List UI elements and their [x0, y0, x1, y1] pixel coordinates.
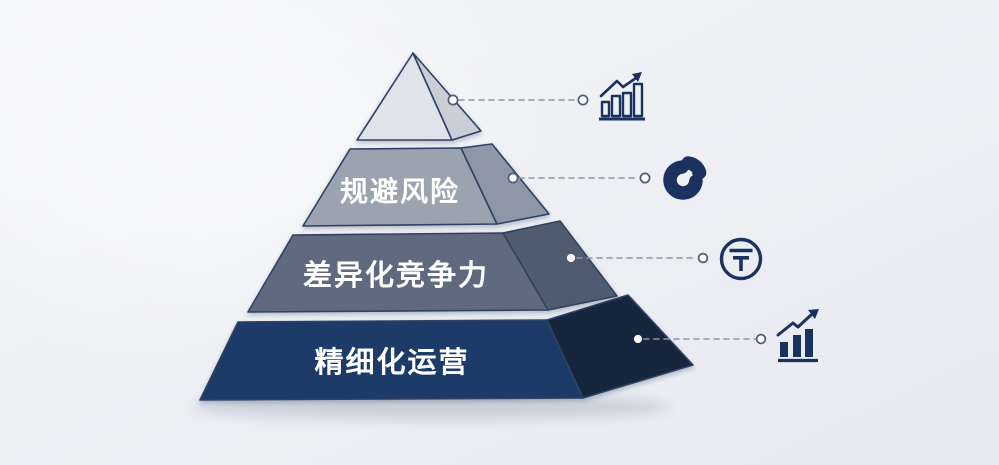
donut-pulled-segment — [681, 156, 707, 180]
trend-arrowhead — [808, 309, 819, 319]
tier-4-label: 精细化运营 — [314, 345, 469, 379]
pyramid-tier-2: 规避风险 — [302, 143, 550, 227]
connector-end-ring-1 — [577, 94, 589, 106]
tier-3-label: 差异化竞争力 — [303, 258, 489, 292]
tier-2-side-face — [460, 143, 550, 225]
tier-3-side-face — [502, 220, 618, 311]
tier-4-side-face — [546, 294, 694, 399]
trend-arrowhead — [632, 72, 642, 82]
connector-end-ring-2 — [639, 172, 651, 184]
pyramid-ground-shadow — [190, 394, 670, 420]
connector-end-ring-4 — [755, 333, 767, 345]
connector-start-dot-4 — [633, 334, 643, 344]
currency-coin-icon — [719, 237, 763, 281]
connectors — [447, 94, 767, 345]
donut-chart-icon — [663, 156, 707, 200]
tier-1-side-face — [412, 52, 482, 141]
connector-end-ring-3 — [697, 252, 709, 264]
pyramid-tier-1 — [356, 52, 482, 141]
growth-bar-chart-solid-icon — [776, 309, 819, 363]
pyramid-tier-4: 精细化运营 — [199, 294, 694, 401]
connector-start-ring-1 — [447, 94, 459, 106]
tier-2-label: 规避风险 — [340, 175, 460, 207]
growth-bar-chart-outline-icon — [599, 72, 645, 121]
connector-start-dot-3 — [566, 253, 576, 263]
connector-start-ring-2 — [507, 172, 519, 184]
pyramid-tier-3: 差异化竞争力 — [247, 220, 618, 313]
donut-dot — [692, 171, 697, 176]
